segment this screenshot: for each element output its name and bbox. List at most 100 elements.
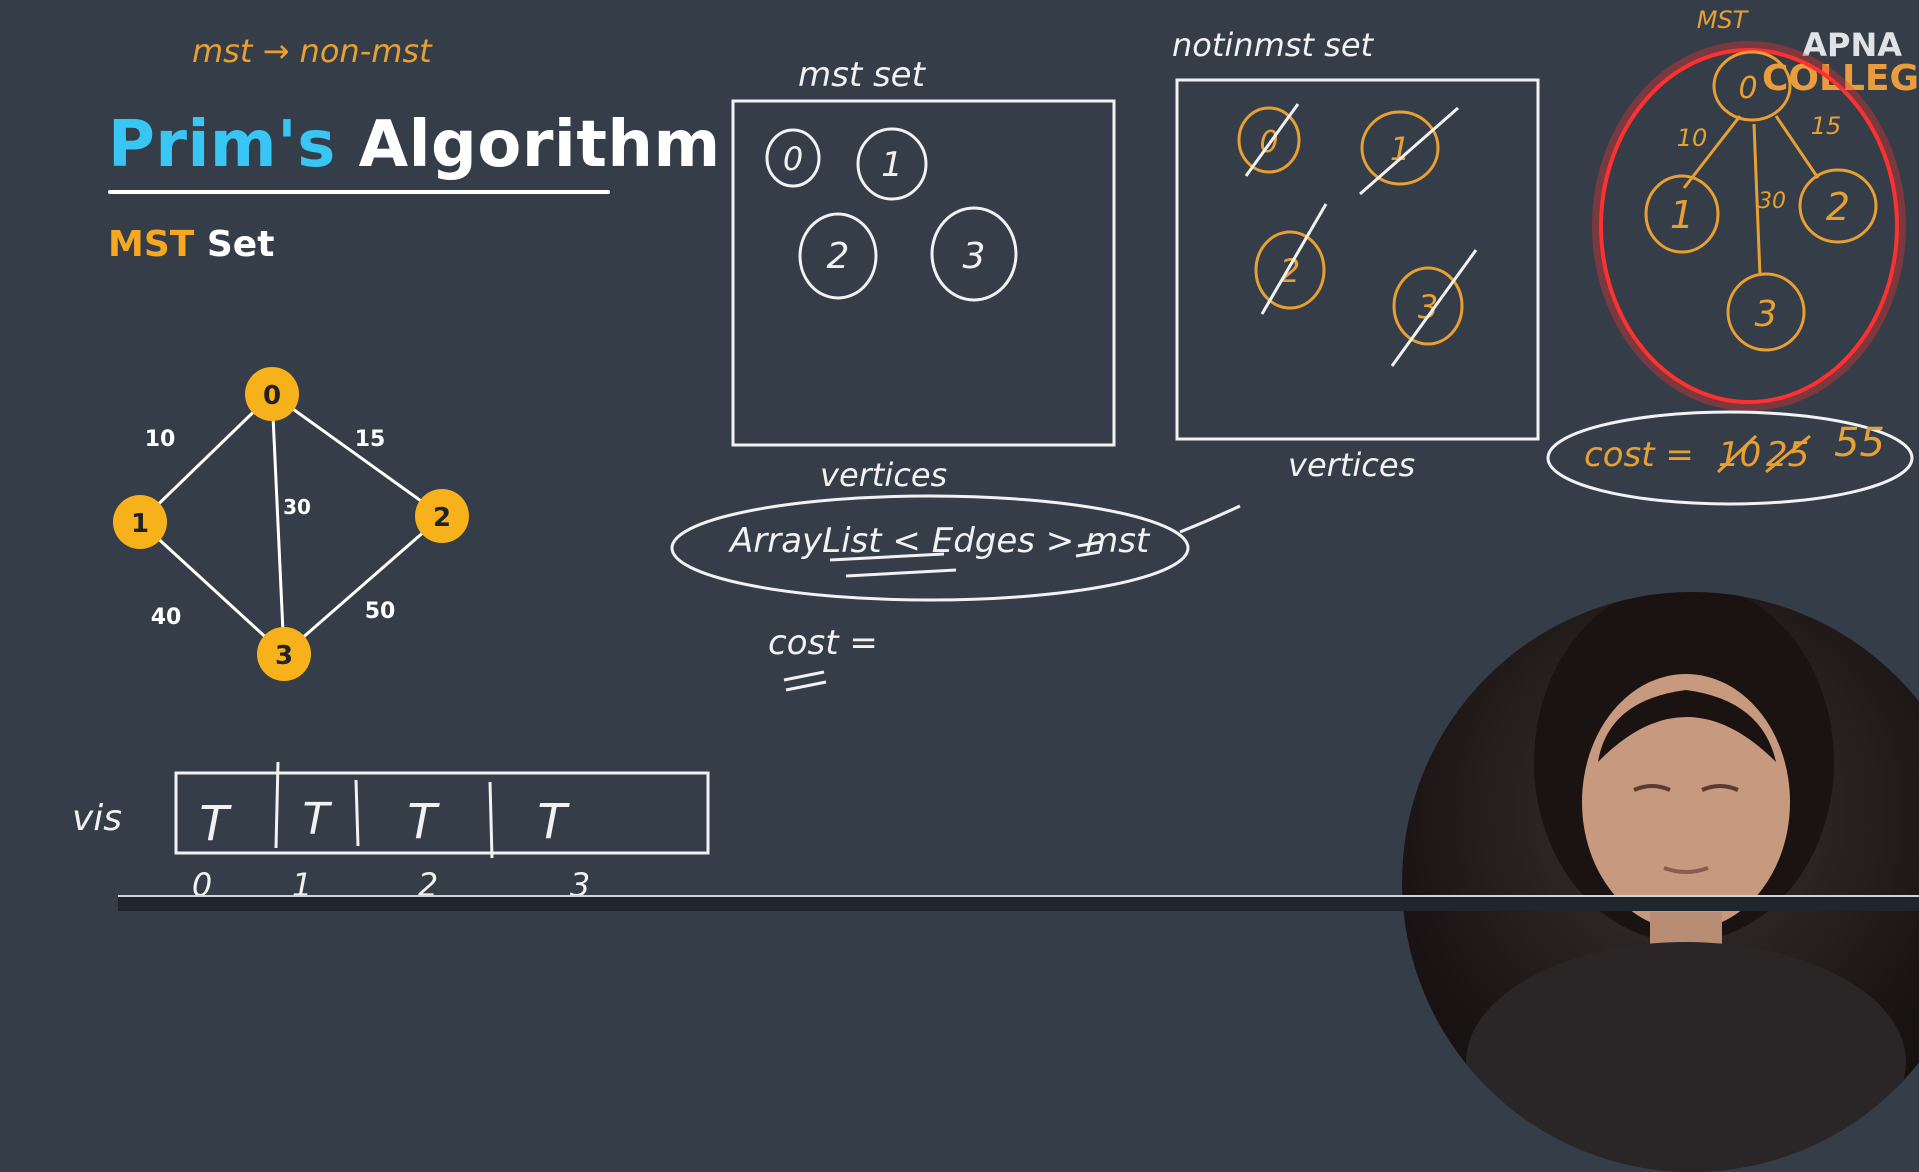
mst-tree-node-circle-0 [1712,50,1792,122]
title-underline [108,190,610,194]
cost-underline-2 [785,680,827,692]
mst-item-0: 0 [783,140,803,178]
mst-tree-node-3: 3 [1755,294,1778,335]
graph-edge-2-3 [283,514,443,656]
not-mst-item-circle-2 [1254,230,1326,310]
apna-college-logo: APNA COLLEGE [1762,26,1919,97]
edge-weight-0-2: 15 [355,427,386,452]
cost-total-prefix: cost = [1584,435,1694,475]
page-subtitle: MST Set [108,224,274,265]
mst-tree-label: MST [1697,6,1750,34]
vis-divider-2 [354,779,360,847]
cost-note: cost = [768,623,878,692]
edge-weight-0-1: 10 [145,427,176,452]
mst-tree-weight-0-3: 30 [1758,189,1786,214]
mst-tree-node-0: 0 [1738,71,1757,106]
mst-tree-edge-0-3 [1752,123,1762,277]
arraylist-underline-2 [845,568,957,578]
mst-item-circle-1 [856,127,928,201]
mst-tree-node-circle-2 [1798,168,1878,244]
edge-weight-2-3: 50 [365,599,396,624]
graph-node-label-0: 0 [263,381,281,411]
edge-weight-0-3: 30 [283,495,311,519]
graph-node-1 [113,495,167,549]
whiteboard-drawing: mst → non-mst 0 1 2 3 10 15 30 40 50 mst… [72,6,1914,904]
mst-tree-edge-0-1 [1682,115,1742,189]
vis-cell-1: T [303,794,333,845]
mst-set-frame [731,99,1116,447]
mst-item-3: 3 [963,236,986,277]
vertices-label-left: vertices [820,456,947,494]
graph-node-label-3: 3 [275,641,293,671]
mst-item-circle-2 [798,212,878,300]
cost-total-oval [1546,410,1914,506]
mst-item-circle-0 [765,128,821,188]
vis-cell-3: T [537,794,570,850]
title-accent-word: Prim's [108,108,336,182]
mst-tree-drawing: MST 0 1 2 3 10 15 30 [1592,6,1906,411]
graph-edge-1-3 [138,520,286,656]
top-note: mst → non-mst [192,32,433,70]
not-mst-item-3: 3 [1418,288,1438,326]
cost-underline-1 [783,670,825,682]
vis-label: vis [72,798,122,839]
mst-item-2: 2 [827,236,850,277]
vis-divider-3 [488,781,494,859]
vis-index-0: 0 [192,866,212,904]
graph-node-label-1: 1 [131,509,149,539]
vis-cell-2: T [407,794,440,850]
graph-diagram: 0 1 2 3 10 15 30 40 50 [113,367,469,681]
not-mst-set-box: notinmst set 0 1 2 3 vertices [1172,26,1540,484]
vis-array-frame [174,771,710,855]
graph-node-0 [245,367,299,421]
vis-array: vis T T T T 0 1 2 3 [72,761,710,904]
graph-edge-0-3 [270,393,286,655]
not-mst-set-frame [1175,78,1540,441]
whiteboard-slide: Prim's Algorithm MST Set APNA COLLEGE ms… [72,6,1919,1172]
video-progress-bar[interactable] [118,895,1919,911]
subtitle-main-word: Set [206,224,275,265]
arraylist-oval [670,494,1190,602]
graph-node-2 [415,489,469,543]
graph-node-3 [257,627,311,681]
cost-text: cost = [768,623,878,663]
vis-index-1: 1 [292,866,312,904]
not-mst-set-label: notinmst set [1172,26,1375,64]
mst-tree-edge-0-2 [1774,115,1820,179]
graph-edge-0-2 [271,392,443,518]
arraylist-underline-1 [829,552,945,562]
cost-struck-value-1: 10 [1718,435,1761,475]
cost-strike-1 [1716,434,1758,474]
strike-line-3 [1390,249,1478,367]
logo-line-1: APNA [1802,26,1902,64]
vis-cell-0: T [199,796,232,852]
graph-node-label-2: 2 [433,503,451,533]
arraylist-note: ArrayList < Edges > mst [670,494,1241,602]
strike-line-2 [1260,203,1328,315]
mst-tree-node-2: 2 [1826,185,1850,229]
page-title: Prim's Algorithm [108,108,721,182]
not-mst-item-2: 2 [1280,252,1300,290]
mst-item-1: 1 [881,145,903,185]
strike-line-1 [1359,106,1459,196]
edge-weight-1-3: 40 [151,605,182,630]
cost-strike-2 [1765,434,1811,474]
mst-highlight-circle [1599,48,1899,404]
mst-tree-weight-0-2: 15 [1811,112,1842,140]
strike-line-0 [1244,103,1300,177]
not-mst-item-circle-0 [1237,106,1301,174]
mst-item-circle-3 [930,206,1018,302]
vis-divider-1 [274,761,280,849]
mst-tree-weight-0-1: 10 [1677,124,1708,152]
not-mst-item-circle-3 [1392,266,1464,346]
mst-underline-1 [1077,540,1103,548]
not-mst-item-1: 1 [1390,130,1410,168]
mst-set-label: mst set [798,55,927,95]
not-mst-item-circle-1 [1360,110,1440,186]
mst-tree-node-circle-1 [1644,174,1720,254]
cost-final-value: 55 [1834,420,1885,466]
mst-underline-2 [1075,550,1101,558]
mst-tree-node-1: 1 [1670,193,1694,237]
title-main-word: Algorithm [358,108,721,182]
arraylist-tail-stroke [1179,504,1241,534]
